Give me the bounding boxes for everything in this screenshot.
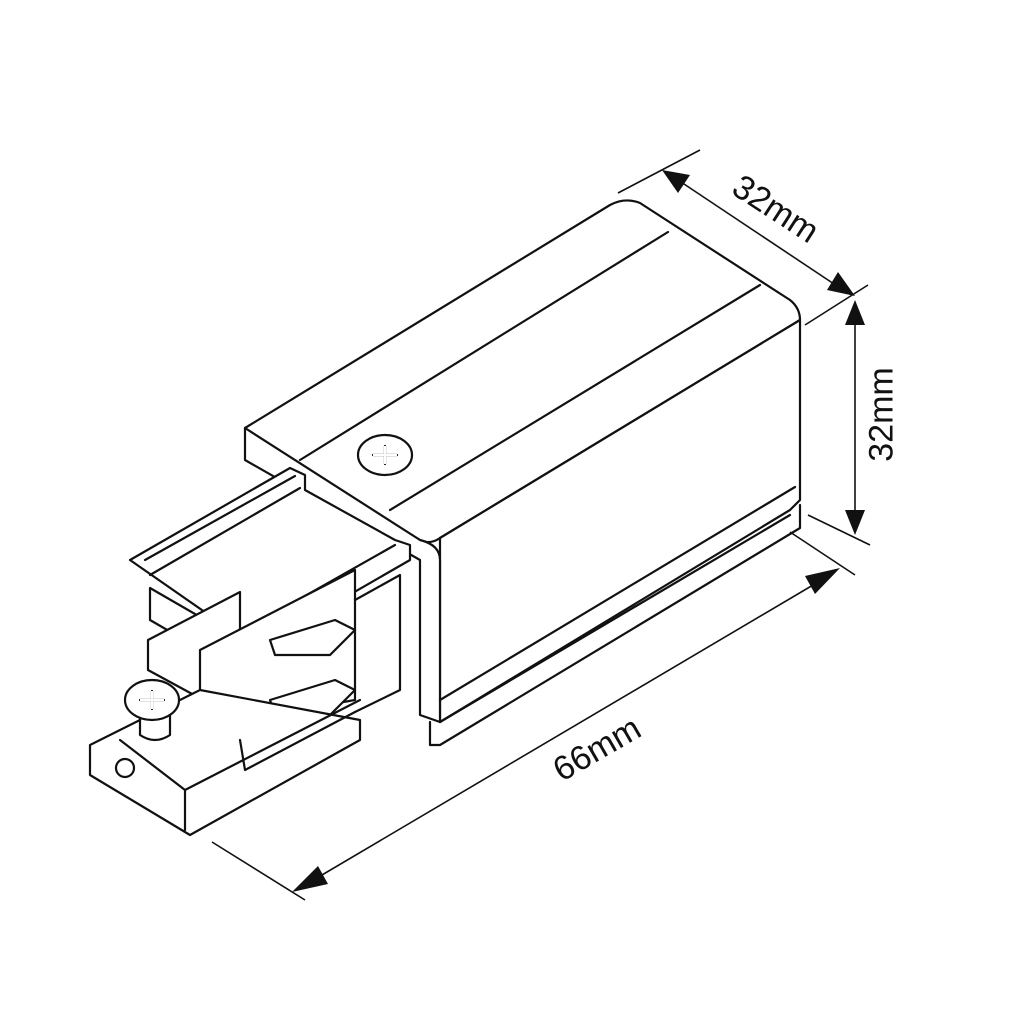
dimension-length bbox=[211, 531, 856, 901]
plug-connector bbox=[88, 466, 412, 837]
height-label: 32mm bbox=[862, 367, 901, 462]
plug-screw-icon bbox=[123, 678, 181, 742]
top-screw-icon bbox=[356, 433, 414, 477]
dimension-height bbox=[807, 300, 871, 546]
dimension-depth bbox=[617, 149, 869, 326]
